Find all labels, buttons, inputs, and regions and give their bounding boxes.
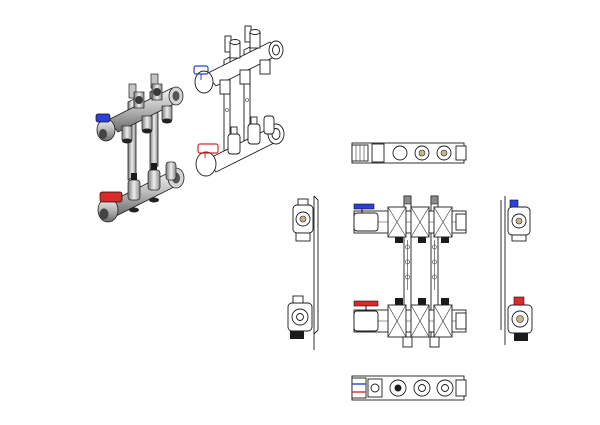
line-isometric-view (193, 25, 285, 177)
upper-outlet-profile (507, 199, 531, 242)
supply-bar (205, 115, 285, 173)
red-ball-valve (195, 143, 219, 177)
return-bar (107, 83, 184, 144)
red-ball-valve (353, 300, 379, 332)
right-side-view (500, 196, 533, 345)
red-ball-valve (97, 191, 123, 223)
supply-bar (353, 298, 467, 348)
left-side-view (287, 195, 319, 350)
bottom-view (351, 375, 467, 401)
shaded-isometric-view (95, 73, 185, 223)
lower-outlet-profile (507, 296, 533, 341)
blue-ball-valve (95, 113, 116, 142)
upper-outlet-profile (292, 198, 314, 242)
supply-bar (105, 161, 185, 217)
blue-ball-valve (193, 65, 214, 94)
return-bar (353, 206, 467, 243)
blue-ball-valve (353, 203, 379, 232)
top-view (351, 142, 467, 164)
lower-outlet-profile (287, 295, 313, 339)
front-view (353, 195, 467, 348)
return-bar (205, 29, 284, 95)
